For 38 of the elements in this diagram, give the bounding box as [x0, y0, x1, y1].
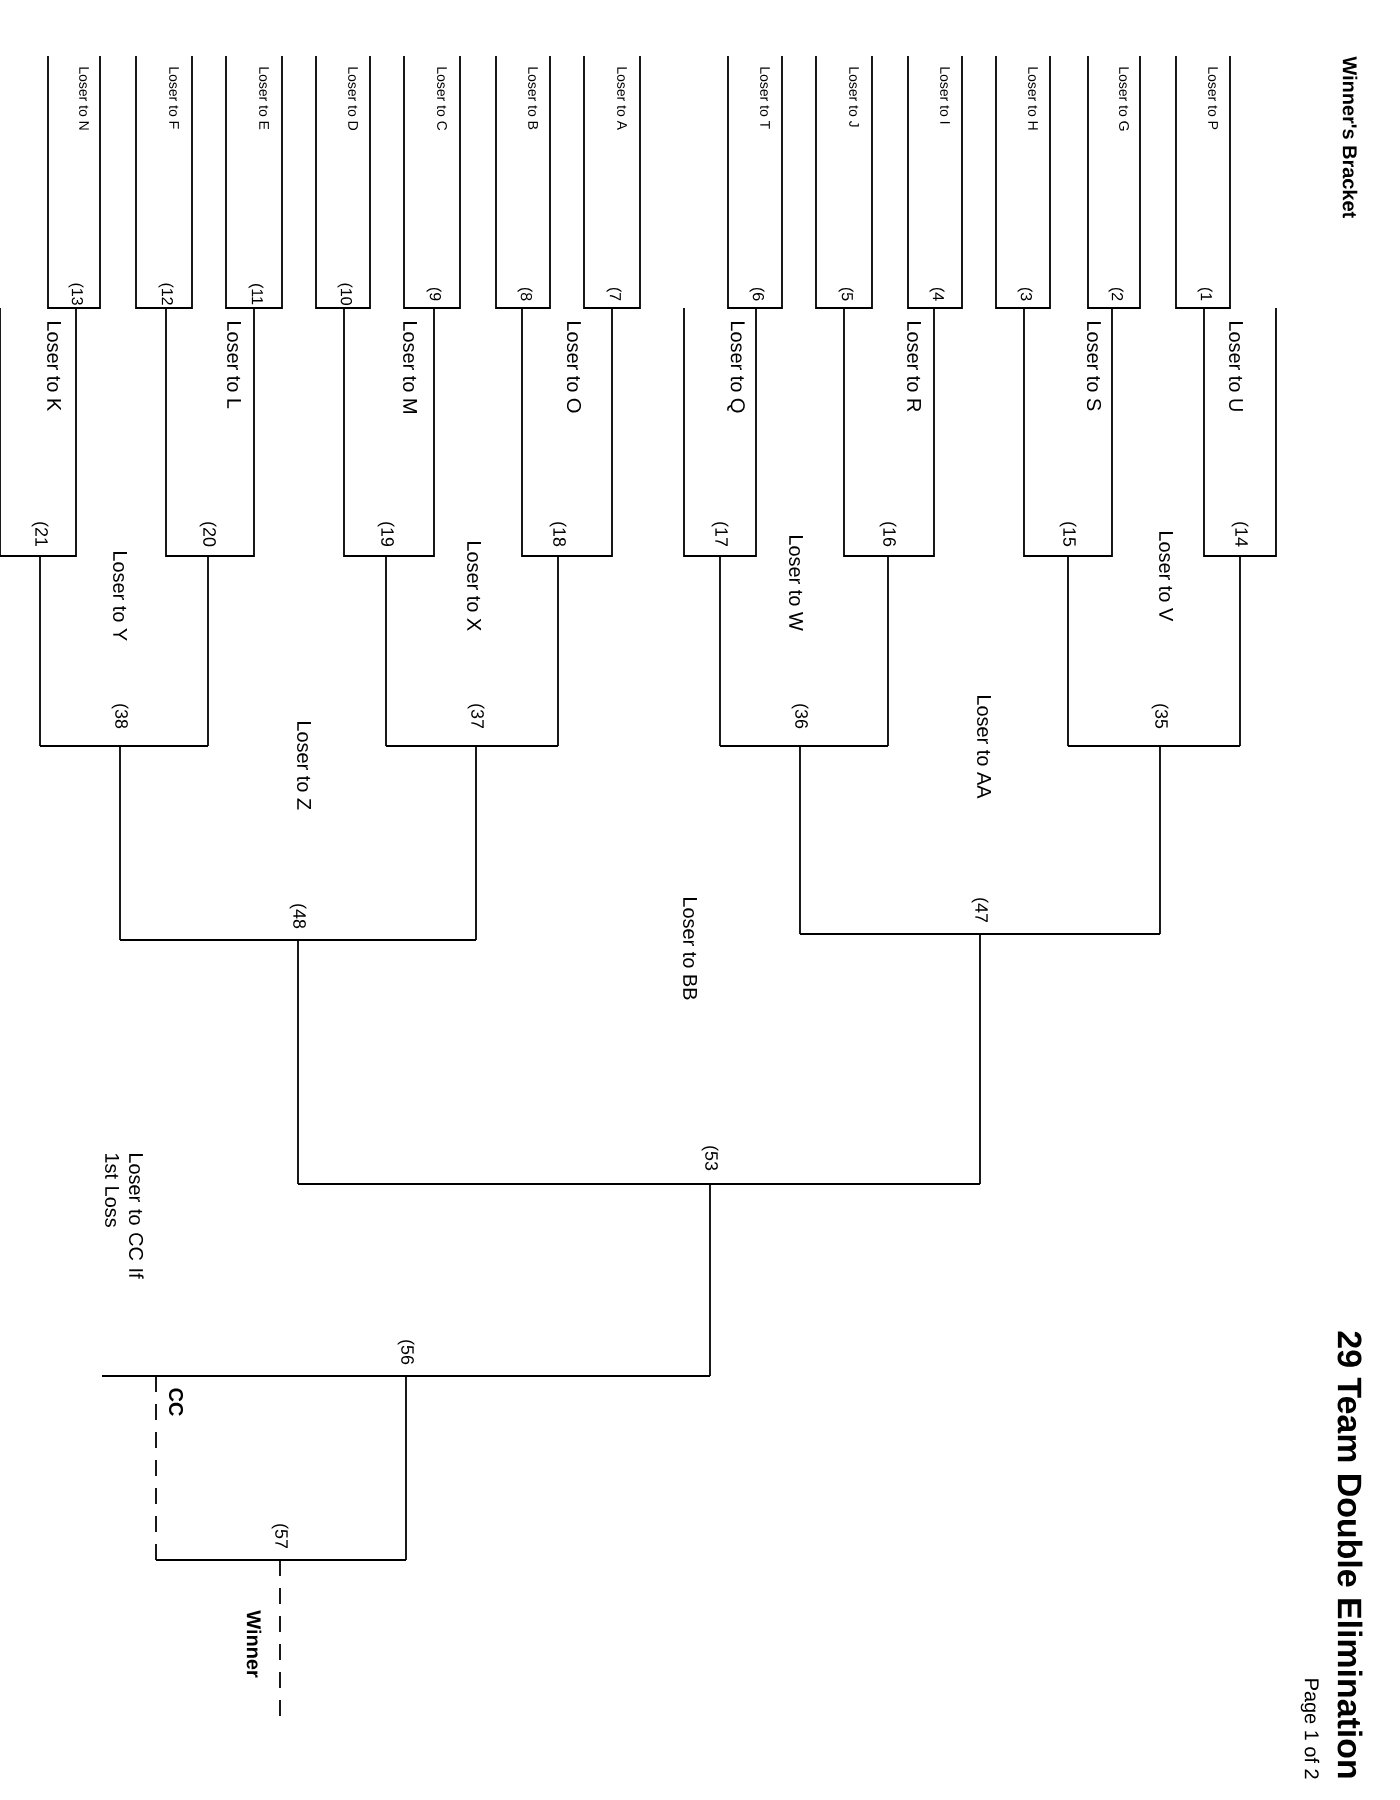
- game-number: (35: [1151, 704, 1169, 729]
- title: 29 Team Double Elimination: [1337, 1331, 1363, 1778]
- game-number: (36: [791, 704, 809, 729]
- bracket-label: Winner: [246, 1610, 262, 1678]
- game-number: (14: [1231, 522, 1249, 547]
- slot-label: Loser to Q: [727, 322, 745, 413]
- slot-label: Loser to R: [907, 322, 921, 412]
- game-number: (56: [397, 1340, 415, 1365]
- game-number: (47: [971, 898, 989, 923]
- slot-label: Loser to X: [467, 542, 481, 631]
- game-number: (38: [111, 704, 129, 729]
- bracket-label: CC: [168, 1388, 184, 1416]
- game-number: (48: [289, 904, 307, 929]
- game-number: (15: [1059, 522, 1077, 547]
- slot-label: Loser to U: [1229, 322, 1243, 411]
- game-number: (18: [549, 522, 567, 547]
- slot-label: Loser to V: [1159, 532, 1173, 622]
- game-number: (20: [199, 522, 217, 547]
- slot-label: Loser to L: [227, 322, 241, 409]
- page-number: Page 1 of 2: [1300, 1679, 1320, 1779]
- game-number: (21: [31, 522, 49, 547]
- game-number: (17: [711, 522, 729, 547]
- game-number: (57: [271, 1524, 289, 1549]
- slot-label: Loser to BB: [683, 898, 697, 1000]
- slot-label: Loser to Z: [297, 722, 311, 810]
- game-number: (16: [879, 522, 897, 547]
- slot-label: Loser to W: [789, 536, 803, 631]
- slot-label: Loser to O: [566, 322, 582, 413]
- slot-label: Loser to S: [1086, 322, 1102, 411]
- slot-label: Loser to M: [403, 322, 417, 413]
- slot-label: Loser to Y: [113, 552, 127, 641]
- slot-label: Loser to AA: [977, 696, 991, 799]
- game-number: (37: [467, 704, 485, 729]
- game-number: (19: [377, 522, 395, 547]
- heading: Winner's Bracket: [1342, 56, 1358, 218]
- slot-label: Loser to K: [47, 322, 61, 411]
- game-number: (53: [701, 1146, 719, 1171]
- slot-label: Loser to CC If 1st Loss: [105, 1153, 144, 1279]
